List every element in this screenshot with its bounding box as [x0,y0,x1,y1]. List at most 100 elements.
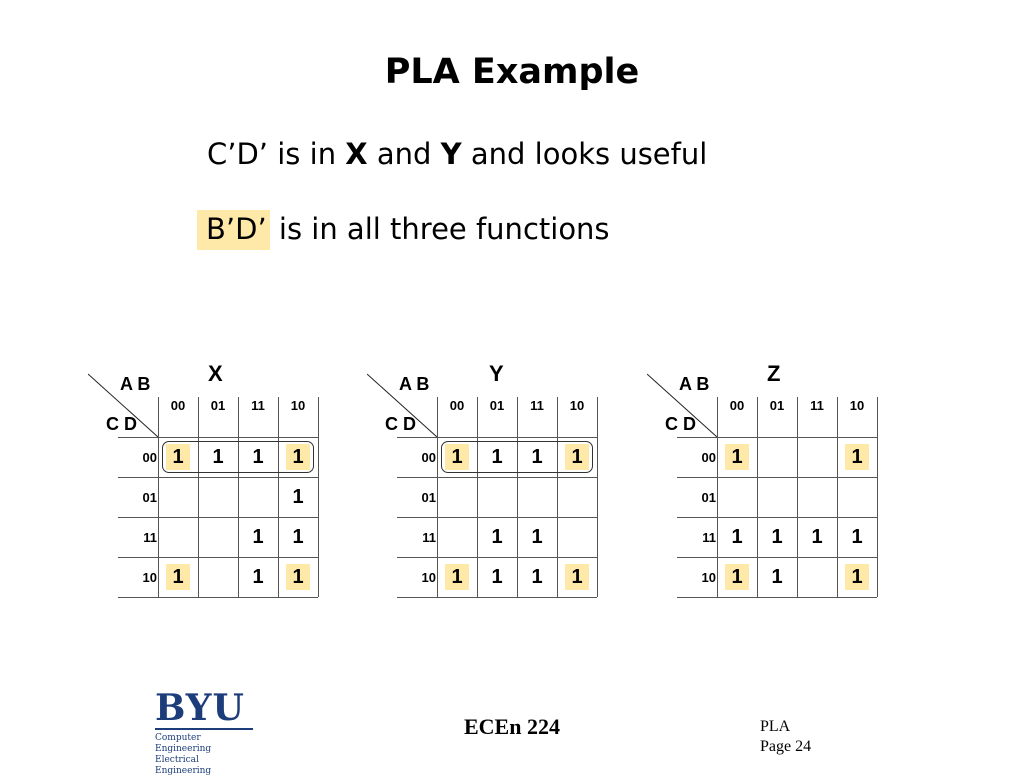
kmap-cell-value: 1 [845,564,869,590]
kmap-cell: 1 [557,557,597,597]
kmap-title: Z [767,361,781,386]
kmap-cell: 1 [837,517,877,557]
kmap-grid-line [717,397,718,597]
kmap-cell [797,557,837,597]
kmap-cell-value: 1 [292,485,304,508]
kmap-cd-label: C D [106,414,137,434]
logo-divider [155,728,253,730]
kmap-cell: 1 [437,437,477,477]
kmap-grid-line [397,437,597,438]
slide-title: PLA Example [384,52,640,92]
kmap-row-header: 01 [701,490,716,505]
kmap-cell: 1 [278,477,318,517]
text-segment: is in [268,137,346,171]
kmap-cell-value: 1 [771,525,783,548]
kmap-cell: 1 [517,517,557,557]
kmap-cell: 1 [717,517,757,557]
kmap-col-header: 00 [729,398,745,413]
kmap-col-header: 10 [849,398,865,413]
kmap-cell-value: 1 [252,445,264,468]
kmap-cell: 1 [837,557,877,597]
kmap-grid-line [437,397,438,597]
kmap-cell: 1 [517,557,557,597]
function-x-ref: X [345,137,368,171]
kmap-cell: 1 [238,517,278,557]
kmap-grid-line [118,557,318,558]
kmap-ab-label: A B [399,374,430,394]
kmap-grid-line [837,397,838,597]
kmap-cell [517,477,557,517]
kmap-grid-line [517,397,518,597]
kmap-cell-value: 1 [851,525,863,548]
kmap-cell: 1 [717,557,757,597]
kmap-col-header: 01 [769,398,785,413]
kmap-col-header: 11 [530,398,544,413]
kmap-cell: 1 [517,437,557,477]
byu-wordmark: BYU [155,687,245,729]
kmap-grid-line [397,517,597,518]
kmap-row-header: 11 [702,530,716,545]
kmap-grid-line [397,557,597,558]
kmap-cell-value: 1 [286,444,310,470]
kmap-cell [717,477,757,517]
kmap-grid-line [557,397,558,597]
kmap-cell-value: 1 [531,565,543,588]
kmap-title: X [208,361,223,386]
kmap-cell [557,477,597,517]
kmap-col-header: 00 [170,398,186,413]
kmap-group-outline [441,441,593,473]
kmap-cell-value: 1 [811,525,823,548]
kmap-cell-value: 1 [531,445,543,468]
kmap-cell-value: 1 [771,565,783,588]
kmap-cell [837,477,877,517]
kmap-cell-value: 1 [491,565,503,588]
kmap-grid-line [198,397,199,597]
kmap-cell [437,477,477,517]
kmap-cell [198,477,238,517]
kmap-cell: 1 [837,437,877,477]
statement-bd: B’D’ is in all three functions [197,210,610,250]
kmap-grid-line [677,557,877,558]
kmap-row-header: 01 [142,490,157,505]
kmap-cell-value: 1 [845,444,869,470]
kmap-cell [757,477,797,517]
kmap-diagonal [647,373,718,438]
kmap-grid-line [118,437,318,438]
page-info: PLA Page 24 [760,717,811,757]
kmap-cell: 1 [437,557,477,597]
kmap-cell: 1 [278,517,318,557]
kmap-col-header: 01 [210,398,226,413]
kmap-row-header: 00 [142,450,157,465]
kmap-cell-value: 1 [252,525,264,548]
kmap-cell-value: 1 [491,445,503,468]
kmap-grid-line [118,477,318,478]
kmap-ab-label: A B [679,374,710,394]
kmap-cell-value: 1 [212,445,224,468]
kmap-title: Y [489,361,504,386]
kmap-col-header: 01 [489,398,505,413]
kmap-grid-line [877,397,878,597]
kmap-cell: 1 [757,517,797,557]
course-name: ECEn 224 [464,714,560,739]
kmap-row-header: 10 [421,570,436,585]
kmap-grid-line [677,597,877,598]
kmap-diagonal [367,373,438,438]
kmap-cell: 1 [477,437,517,477]
kmap-cell-value: 1 [565,564,589,590]
kmap-grid-line [397,477,597,478]
kmap-grid-line [118,517,318,518]
kmap-grid-line [238,397,239,597]
kmap-cell [757,437,797,477]
kmap-cell: 1 [278,557,318,597]
kmap-cell: 1 [158,437,198,477]
kmap-grid-line [677,437,877,438]
kmap-cell: 1 [717,437,757,477]
kmap-grid-line [677,477,877,478]
kmap-grid-line [477,397,478,597]
text-segment: and [367,137,441,171]
page-number: Page 24 [760,738,812,755]
section-name: PLA [760,718,791,735]
kmap-row-header: 10 [701,570,716,585]
